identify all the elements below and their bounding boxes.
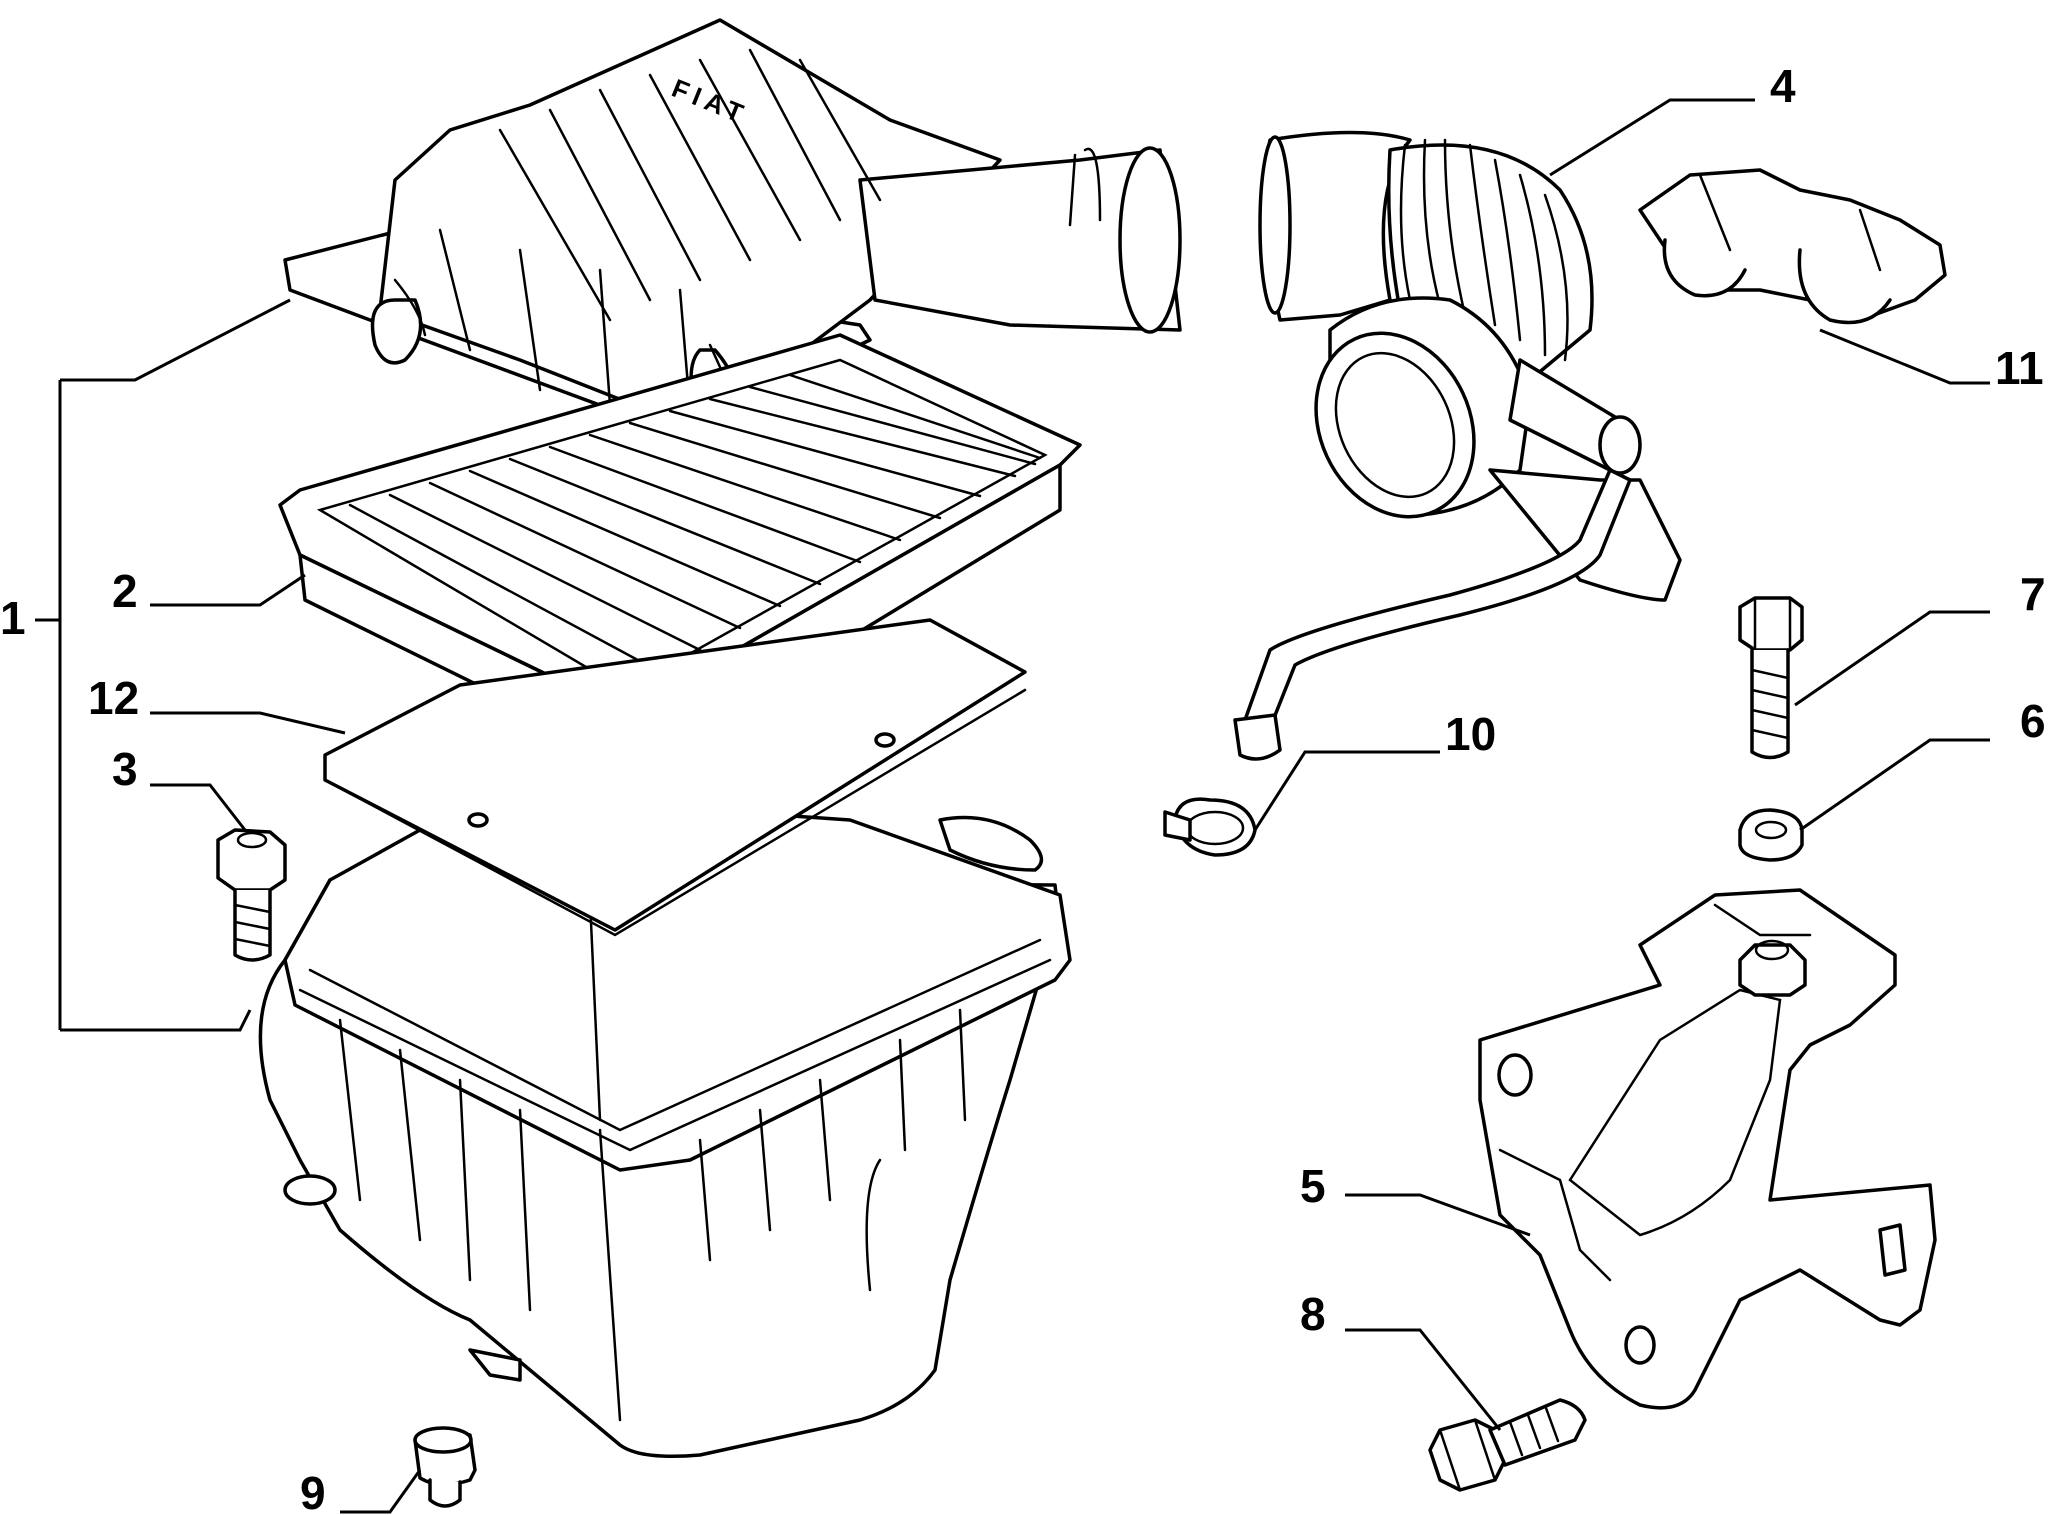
filter-gasket-plate[interactable] <box>323 618 1027 937</box>
callout-11: 11 <box>1995 342 2044 394</box>
leader-line-4 <box>1549 98 1755 177</box>
hex-bolt-large[interactable] <box>1428 1398 1587 1492</box>
callout-1: 1 <box>0 592 26 644</box>
callout-4: 4 <box>1770 60 1796 112</box>
callout-8: 8 <box>1300 1288 1326 1340</box>
leader-line-10 <box>1253 750 1440 831</box>
callout-labels: 1 2 3 4 5 6 7 8 9 10 11 12 <box>0 60 2046 1515</box>
cover-clip-left[interactable] <box>370 278 427 365</box>
callout-12: 12 <box>88 672 139 724</box>
callout-3: 3 <box>112 743 138 795</box>
callout-5: 5 <box>1300 1160 1326 1212</box>
leader-line-3 <box>150 783 247 831</box>
callout-6: 6 <box>2020 695 2046 747</box>
socket-head-screw[interactable] <box>216 828 287 962</box>
callout-2: 2 <box>112 565 138 617</box>
leader-line-6 <box>1799 738 1990 832</box>
leader-lines <box>35 98 1990 1514</box>
breather-pipe[interactable] <box>1233 468 1632 761</box>
leader-line-9 <box>340 1469 422 1514</box>
callout-10: 10 <box>1445 708 1496 760</box>
leader-line-7 <box>1794 610 1990 707</box>
washer[interactable] <box>1738 808 1804 862</box>
callout-9: 9 <box>300 1467 326 1515</box>
leader-line-1 <box>35 298 291 1032</box>
intake-bellows-hose[interactable] <box>1258 130 1682 602</box>
pipe-support-clip[interactable] <box>1638 168 1947 325</box>
leader-line-12 <box>150 711 346 735</box>
hex-bolt-small[interactable] <box>1738 596 1804 760</box>
mounting-bracket[interactable] <box>1478 888 1937 1410</box>
drain-plug[interactable] <box>413 1426 477 1508</box>
leader-line-2 <box>150 573 306 607</box>
callout-7: 7 <box>2020 568 2046 620</box>
air-box-lower-housing[interactable] <box>258 798 1072 1458</box>
hose-clamp[interactable] <box>1163 797 1257 857</box>
leader-line-8 <box>1345 1328 1502 1431</box>
air-box-top-cover[interactable]: FIAT <box>283 18 1182 422</box>
leader-line-11 <box>1819 328 1990 385</box>
leader-line-5 <box>1345 1193 1531 1237</box>
